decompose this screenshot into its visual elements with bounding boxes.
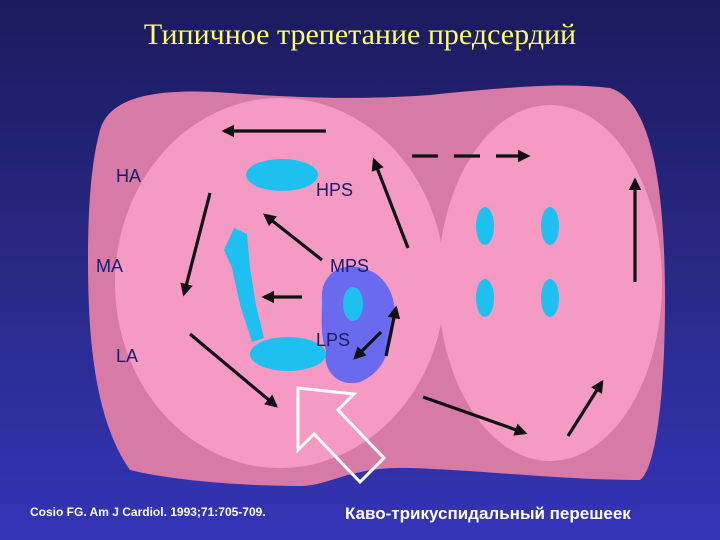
ivc-orifice bbox=[250, 337, 326, 371]
arrow-mps-diagonal bbox=[262, 213, 323, 262]
citation: Cosio FG. Am J Cardiol. 1993;71:705-709. bbox=[30, 505, 266, 519]
label-ma: MA bbox=[96, 256, 123, 276]
svc-orifice bbox=[246, 159, 318, 191]
right-atrium bbox=[115, 98, 445, 468]
pulmonary-vein-4 bbox=[541, 279, 559, 317]
pulmonary-vein-1 bbox=[476, 207, 494, 245]
crista-terminalis bbox=[224, 228, 264, 342]
label-hps: HPS bbox=[316, 180, 353, 200]
isthmus-region bbox=[321, 266, 395, 384]
arrow-left-descend bbox=[180, 192, 212, 297]
isthmus-pointer-icon bbox=[296, 386, 387, 485]
coronary-sinus bbox=[343, 287, 363, 321]
label-la: LA bbox=[116, 346, 138, 366]
label-lps: LPS bbox=[316, 330, 350, 350]
isthmus-caption: Каво-трикуспидальный перешеек bbox=[345, 504, 631, 523]
pulmonary-vein-3 bbox=[476, 279, 494, 317]
label-ha: HA bbox=[116, 166, 141, 186]
arrow-lps-up bbox=[384, 305, 401, 357]
arrow-lower-right bbox=[422, 395, 528, 436]
pulmonary-vein-2 bbox=[541, 207, 559, 245]
arrow-hps-ascend bbox=[371, 157, 410, 249]
label-mps: MPS bbox=[330, 256, 369, 276]
arrow-lower-left bbox=[188, 332, 278, 408]
slide-title: Типичное трепетание предсердий bbox=[143, 18, 577, 51]
arrow-lps-diagonal bbox=[353, 330, 383, 360]
arrow-right-up-low bbox=[566, 379, 604, 437]
